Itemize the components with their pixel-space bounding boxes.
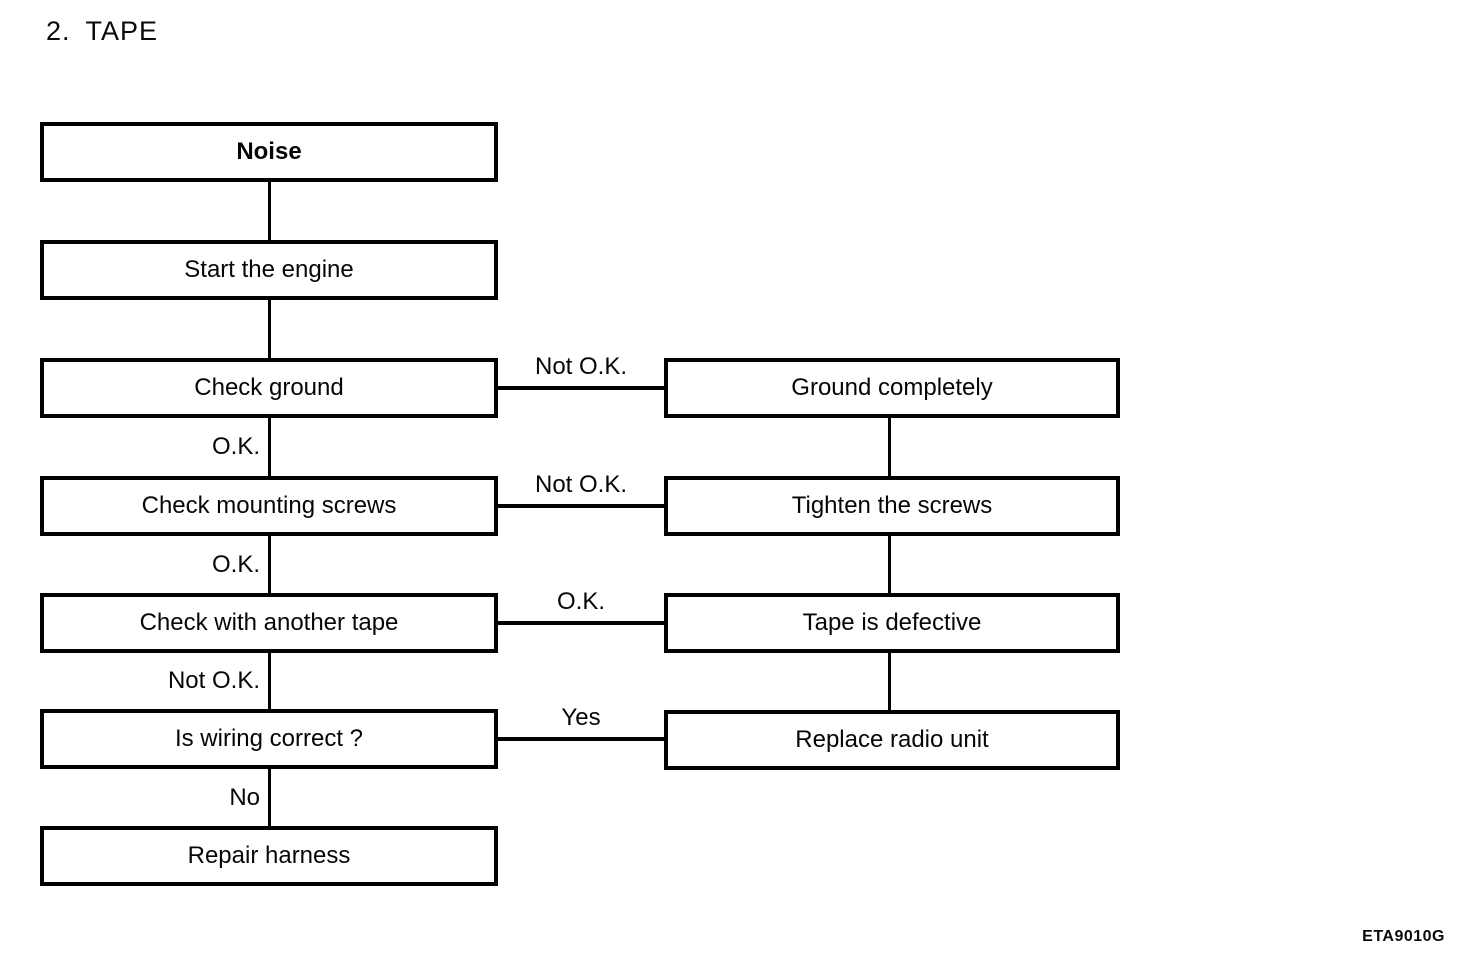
- node-noise-label: Noise: [236, 138, 302, 165]
- node-check-ground-label: Check ground: [194, 374, 344, 401]
- node-check-with-another-tape: Check with another tape: [40, 593, 498, 653]
- edge-label-another-tape-ok: O.K.: [556, 588, 605, 615]
- connector-mounting-screws-to-tighten-screws: [494, 504, 668, 508]
- page-title: 2. TAPE: [46, 16, 159, 46]
- node-check-mounting-screws-label: Check mounting screws: [141, 492, 397, 519]
- figure-code: ETA9010G: [1362, 928, 1445, 945]
- connector-tighten-screws-to-tape-defective: [888, 534, 891, 595]
- node-replace-radio-unit-label: Replace radio unit: [795, 726, 989, 753]
- node-ground-completely: Ground completely: [664, 358, 1120, 418]
- connector-wiring-to-replace-radio: [494, 737, 668, 741]
- connector-another-tape-to-tape-defective: [494, 621, 668, 625]
- connector-wiring-to-repair-harness: [268, 767, 271, 828]
- node-tighten-the-screws-label: Tighten the screws: [791, 492, 993, 519]
- node-start-engine: Start the engine: [40, 240, 498, 300]
- connector-noise-to-start-engine: [268, 180, 271, 242]
- node-replace-radio-unit: Replace radio unit: [664, 710, 1120, 770]
- connector-start-engine-to-check-ground: [268, 298, 271, 360]
- connector-check-ground-to-ground-completely: [494, 386, 668, 390]
- node-check-mounting-screws: Check mounting screws: [40, 476, 498, 536]
- edge-label-another-tape-not-ok: Not O.K.: [167, 667, 260, 694]
- node-check-with-another-tape-label: Check with another tape: [139, 609, 399, 636]
- connector-mounting-screws-to-another-tape: [268, 534, 271, 595]
- edge-label-wiring-yes: Yes: [561, 704, 601, 731]
- edge-label-wiring-no: No: [229, 784, 260, 811]
- node-is-wiring-correct: Is wiring correct ?: [40, 709, 498, 769]
- node-is-wiring-correct-label: Is wiring correct ?: [174, 725, 364, 752]
- connector-check-ground-to-mounting-screws: [268, 416, 271, 478]
- node-start-engine-label: Start the engine: [184, 256, 354, 283]
- node-tape-is-defective-label: Tape is defective: [802, 609, 982, 636]
- edge-label-mounting-screws-ok: O.K.: [211, 551, 260, 578]
- connector-ground-completely-to-tighten-screws: [888, 416, 891, 478]
- node-repair-harness-label: Repair harness: [187, 842, 351, 869]
- connector-tape-defective-to-replace-radio: [888, 651, 891, 712]
- node-check-ground: Check ground: [40, 358, 498, 418]
- node-tape-is-defective: Tape is defective: [664, 593, 1120, 653]
- edge-label-check-ground-not-ok: Not O.K.: [534, 353, 628, 380]
- edge-label-mounting-screws-not-ok: Not O.K.: [534, 471, 628, 498]
- node-repair-harness: Repair harness: [40, 826, 498, 886]
- node-ground-completely-label: Ground completely: [791, 374, 993, 401]
- edge-label-check-ground-ok: O.K.: [211, 433, 260, 460]
- node-noise: Noise: [40, 122, 498, 182]
- node-tighten-the-screws: Tighten the screws: [664, 476, 1120, 536]
- connector-another-tape-to-wiring: [268, 651, 271, 711]
